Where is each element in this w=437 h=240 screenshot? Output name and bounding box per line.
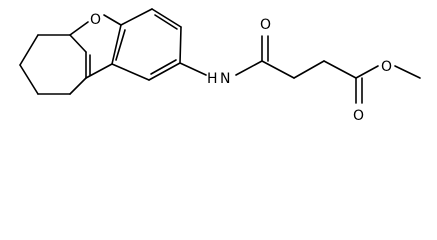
ester-group	[355, 65, 421, 104]
bond	[293, 60, 325, 79]
molecule-structure: O H N O O O	[19, 8, 421, 124]
bond	[148, 62, 181, 81]
furan-ring	[69, 14, 122, 79]
amide-nh-h-label: H	[207, 71, 218, 87]
bond	[19, 64, 39, 95]
bond	[103, 14, 122, 26]
bond	[120, 8, 153, 26]
bond	[394, 65, 421, 79]
bond	[261, 60, 295, 79]
bond	[85, 63, 113, 79]
bond	[323, 60, 357, 79]
bond	[69, 34, 87, 53]
benzene-ring	[111, 8, 182, 81]
amide-carbonyl-oxygen-label: O	[260, 17, 271, 33]
ester-carbonyl-oxygen-label: O	[353, 108, 364, 124]
bond	[151, 8, 182, 28]
amide-nh-n-label: N	[220, 71, 230, 87]
bond	[111, 24, 122, 65]
furan-oxygen-label: O	[90, 12, 101, 28]
structure-canvas: O H N O O O	[19, 8, 421, 124]
bond	[150, 59, 177, 75]
bond	[179, 62, 207, 76]
bond	[179, 26, 182, 64]
bond	[111, 63, 150, 81]
bond	[154, 14, 178, 30]
bond	[115, 29, 126, 61]
ester-alkoxy-oxygen-label: O	[381, 59, 392, 75]
amide-chain	[179, 35, 357, 79]
cyclohexane-ring	[19, 34, 87, 95]
bond	[355, 65, 379, 79]
bond	[69, 21, 89, 36]
bond	[69, 77, 87, 95]
bond	[235, 60, 263, 76]
bond	[19, 34, 39, 66]
